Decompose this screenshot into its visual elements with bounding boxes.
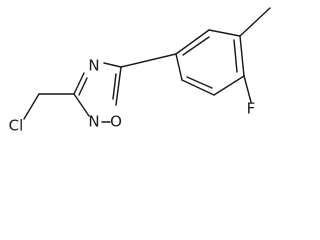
bond-n4-c5: [103, 62, 122, 68]
atom-label-f: F: [247, 100, 256, 118]
structure-svg: Cl N O N F: [9, 7, 271, 135]
bond-ar5-ar6: [181, 79, 215, 96]
bond-c3-n4-inner: [78, 77, 88, 96]
bond-ar3-methyl: [239, 7, 271, 37]
bond-n2-c3: [73, 93, 90, 117]
bond-ar4-f: [243, 75, 252, 103]
bond-ar2-ar3: [208, 29, 241, 37]
atom-label-o1: O: [110, 113, 122, 131]
bond-c5-aryl: [120, 53, 177, 68]
bond-ar6-ar1: [175, 53, 183, 81]
bond-c5-o1-inner: [112, 73, 117, 100]
bond-c3-n4: [73, 72, 85, 95]
bond-ar1-ar2-inner: [182, 36, 210, 56]
bond-c5-o1: [115, 66, 122, 106]
atom-label-cl: Cl: [9, 117, 24, 135]
molecule-diagram: Cl N O N F: [8, 7, 271, 135]
bond-ar5-ar6-inner: [186, 76, 213, 89]
bond-ar3-ar4-inner: [233, 39, 238, 73]
atom-label-n4: N: [88, 57, 99, 75]
atom-label-n2: N: [88, 113, 99, 131]
bond-ar1-ar2: [175, 29, 210, 55]
bond-cl-ch2: [23, 93, 40, 120]
bond-ar3-ar4: [239, 35, 245, 77]
bond-ar4-ar5: [213, 75, 245, 96]
